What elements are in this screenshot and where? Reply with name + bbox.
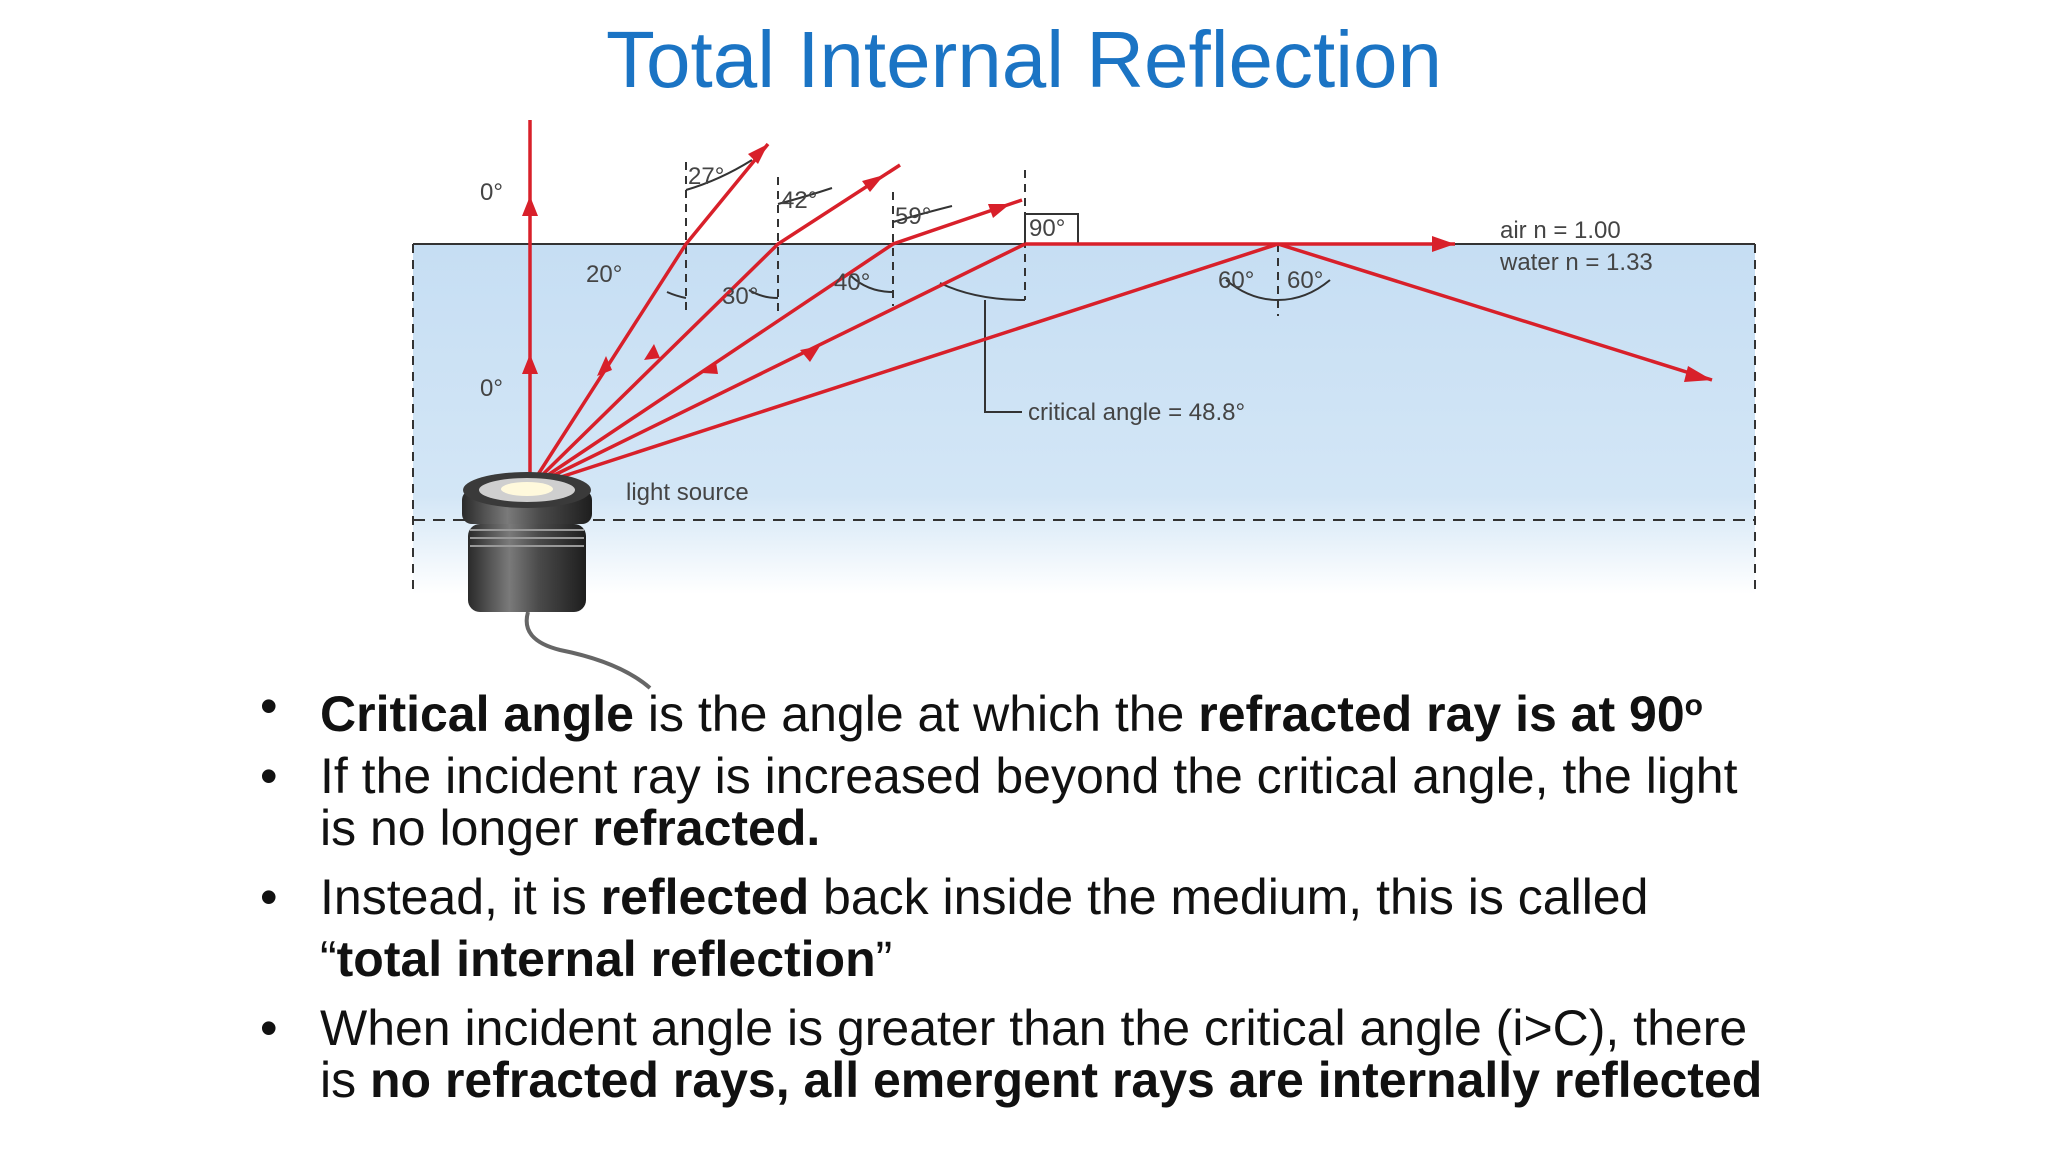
- arc-critical: [939, 282, 1026, 301]
- ray-arrowheads: [522, 144, 1712, 382]
- arc-40: [850, 275, 894, 293]
- rays: [528, 120, 1713, 489]
- arrow-40-water: [702, 362, 718, 374]
- ray-tir-reflected: [1277, 242, 1713, 382]
- arrow-40-air: [988, 204, 1010, 218]
- source-lamp: [501, 482, 553, 496]
- label-20: 20°: [586, 261, 622, 288]
- box-90: [1024, 213, 1079, 244]
- arrow-20-water: [597, 356, 612, 376]
- label-40: 40°: [834, 269, 870, 296]
- light-source-label: light source: [626, 479, 749, 506]
- slide-title: Total Internal Reflection: [605, 15, 1442, 104]
- normals: [685, 162, 1279, 316]
- label-90: 90°: [1029, 215, 1065, 242]
- label-59: 59°: [895, 203, 931, 230]
- arrow-reflected: [1684, 366, 1712, 382]
- ray-40-59: [529, 198, 1023, 489]
- arrow-critical-surface: [1432, 236, 1455, 252]
- bullet-reflected: Instead, it is reflected back inside the…: [254, 866, 1774, 990]
- angle-arcs: [666, 159, 1331, 413]
- ray-critical-incident: [529, 242, 1026, 489]
- label-zero-mid: 0°: [480, 375, 503, 402]
- arc-60-right: [1277, 279, 1331, 301]
- arrow-critical-water: [800, 346, 820, 362]
- label-zero-top: 0°: [480, 179, 503, 206]
- light-source-device: [462, 472, 652, 690]
- ray-tir-incident: [529, 242, 1279, 489]
- critical-leader: [984, 300, 1022, 413]
- ray-20-27: [528, 142, 770, 488]
- arrow-0-top: [522, 196, 538, 216]
- bullet-no-refracted: When incident angle is greater than the …: [254, 1002, 1774, 1106]
- arrow-20-air: [748, 144, 768, 164]
- label-42: 42°: [781, 187, 817, 214]
- water-region: [413, 244, 1755, 594]
- arrow-30-water: [644, 344, 660, 360]
- air-label: air n = 1.00: [1500, 217, 1621, 244]
- ray-30-42: [528, 163, 901, 489]
- source-cable: [524, 611, 652, 690]
- bullet-critical-angle: Critical angle is the angle at which the…: [254, 680, 1774, 740]
- label-60-right: 60°: [1287, 267, 1323, 294]
- bullet-list: Critical angle is the angle at which the…: [254, 680, 1774, 1106]
- arc-60-left: [1225, 279, 1279, 301]
- tir-diagram: 0° 0° 20° 30° 40° 27° 42° 59° 90° 60° 60…: [412, 120, 1756, 690]
- arc-30: [748, 289, 779, 299]
- label-60-left: 60°: [1218, 267, 1254, 294]
- arc-20: [666, 291, 687, 299]
- arc-27: [685, 159, 753, 191]
- arc-59: [892, 205, 953, 223]
- label-30: 30°: [722, 283, 758, 310]
- water-label: water n = 1.33: [1499, 249, 1653, 276]
- arrow-0-mid: [522, 354, 538, 374]
- label-27: 27°: [688, 163, 724, 190]
- arc-42: [777, 187, 833, 205]
- arrow-30-air: [862, 175, 884, 192]
- critical-angle-label: critical angle = 48.8°: [1028, 399, 1245, 426]
- bullet-beyond-critical: If the incident ray is increased beyond …: [254, 750, 1774, 854]
